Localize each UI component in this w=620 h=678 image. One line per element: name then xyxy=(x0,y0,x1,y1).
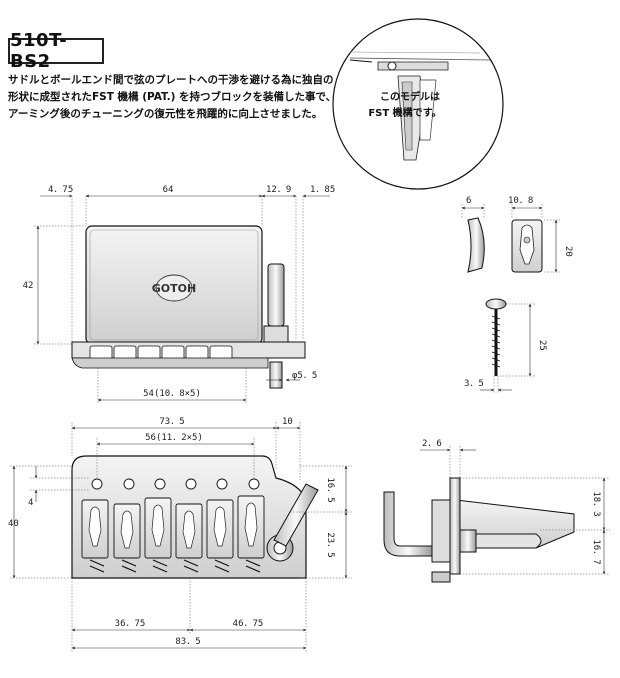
inset-caption-line-2: FST 機構です。 xyxy=(368,106,441,119)
dim-6: 6 xyxy=(466,196,471,206)
dim-42: 42 xyxy=(23,281,34,291)
dim-56: 56(11．2×5) xyxy=(145,433,203,443)
dim-1-85: 1．85 xyxy=(310,185,335,195)
bridge-side-view xyxy=(383,477,575,583)
dim-12-9: 12．9 xyxy=(266,185,291,195)
inset-caption-line-1: このモデルは xyxy=(380,90,440,103)
dim-10-8: 10．8 xyxy=(508,196,533,206)
screw-part: 25 3．5 xyxy=(464,298,547,394)
fst-detail-inset: このモデルは FST 機構です。 xyxy=(332,18,504,190)
dim-2-6: 2．6 xyxy=(422,439,442,449)
gotoh-logo: GOTOH xyxy=(152,274,196,302)
bridge-front-view xyxy=(71,455,319,579)
description-line-2: 形状に成型されたFST 機構 (PAT.) を持つブロックを装備した事で、 xyxy=(8,91,337,103)
dim-46-75: 46．75 xyxy=(233,619,264,629)
tremolo-arm xyxy=(266,483,319,562)
dim-73-5: 73．5 xyxy=(159,417,184,427)
dim-18-3: 18．3 xyxy=(591,491,601,516)
description-line-1: サドルとボールエンド間で弦のプレートへの干渉を避ける為に独自の xyxy=(8,74,334,86)
dim-83-5: 83．5 xyxy=(175,637,200,647)
dim-40: 40 xyxy=(8,519,19,529)
bridge-top-view: GOTOH xyxy=(71,225,306,389)
saddles xyxy=(81,495,265,559)
dim-phi-5-5: φ5．5 xyxy=(292,371,317,381)
dim-23-5: 23．5 xyxy=(325,532,335,557)
product-description: サドルとボールエンド間で弦のプレートへの干渉を避ける為に独自の 形状に成型された… xyxy=(8,72,338,123)
dim-4-75: 4．75 xyxy=(48,185,73,195)
description-line-3: アーミング後のチューニングの復元性を飛躍的に向上させました。 xyxy=(8,108,323,120)
top-view-dimensions: 4．75 64 12．9 1．85 42 54(10．8×5) φ5．5 xyxy=(23,185,335,404)
dim-36-75: 36．75 xyxy=(115,619,146,629)
saddle-front-part: 10．8 20 xyxy=(508,196,573,273)
dim-20: 20 xyxy=(563,246,573,257)
saddle-side-part: 6 xyxy=(461,196,485,273)
dim-4: 4 xyxy=(28,498,33,508)
dim-3-5: 3．5 xyxy=(464,379,484,389)
dim-16-5: 16．5 xyxy=(325,477,335,502)
side-view-dimensions: 2．6 18．3 16．7 xyxy=(420,439,610,575)
logo-text: GOTOH xyxy=(152,282,196,295)
dim-64: 64 xyxy=(163,185,174,195)
dim-16-7: 16．7 xyxy=(591,539,601,564)
springs xyxy=(89,559,261,573)
dim-25: 25 xyxy=(537,340,547,351)
dim-54: 54(10．8×5) xyxy=(143,389,201,399)
front-view-dimensions: 73．5 10 56(11．2×5) 40 4 16．5 23．5 36．75 … xyxy=(8,417,352,652)
dim-10: 10 xyxy=(282,417,293,427)
